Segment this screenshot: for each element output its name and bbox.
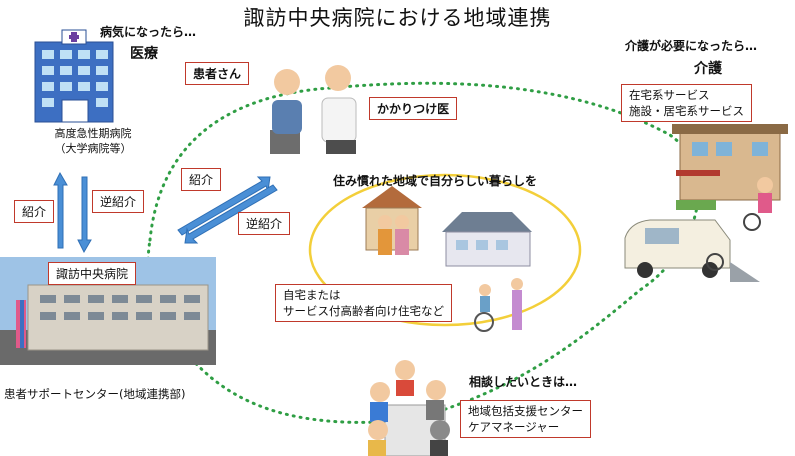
housing-line2: サービス付高齢者向け住宅など xyxy=(283,304,444,318)
left-reverse-referral-label: 逆紹介 xyxy=(92,190,145,213)
middle-reverse-referral-label: 逆紹介 xyxy=(238,212,291,235)
left-referral-label: 紹介 xyxy=(14,200,55,223)
middle-referral-label: 紹介 xyxy=(181,168,222,191)
medical-header: 病気になったら… xyxy=(100,25,197,39)
patient-doctor-illustration xyxy=(270,65,357,154)
consultation-header: 相談したいときは… xyxy=(469,375,578,389)
housing-line1: 自宅または xyxy=(283,288,341,302)
community-heading: 住み慣れた地域で自分らしい暮らしを xyxy=(333,174,538,188)
care-category: 介護 xyxy=(694,61,722,77)
care-services-box: 在宅系サービス 施設・居宅系サービス xyxy=(621,84,752,122)
care-facility-illustration xyxy=(672,124,788,231)
page-title: 諏訪中央病院における地域連携 xyxy=(243,6,552,30)
housing-illustration xyxy=(362,186,532,332)
hospital-caption: 高度急性期病院 （大学病院等） xyxy=(38,126,148,156)
doctor-label: かかりつけ医 xyxy=(369,97,458,120)
consultation-group-illustration xyxy=(368,360,450,456)
housing-box: 自宅または サービス付高齢者向け住宅など xyxy=(275,284,452,322)
suwa-hospital-label: 諏訪中央病院 xyxy=(48,262,137,285)
medical-category: 医療 xyxy=(130,46,158,62)
community-dotted-loop xyxy=(146,81,700,424)
patient-label: 患者さん xyxy=(185,62,250,85)
consultation-contacts-box: 地域包括支援センター ケアマネージャー xyxy=(460,400,591,438)
high-acuity-hospital-illustration xyxy=(34,29,114,123)
community-ellipse xyxy=(308,173,582,327)
hospital-caption-line1: 高度急性期病院 xyxy=(54,127,132,140)
contact-care-manager: ケアマネージャー xyxy=(468,420,560,434)
care-service-home: 在宅系サービス xyxy=(629,88,710,102)
left-referral-arrows xyxy=(53,171,92,254)
middle-referral-arrows xyxy=(177,176,278,244)
hospital-caption-line2: （大学病院等） xyxy=(54,142,132,155)
support-center-label: 患者サポートセンター(地域連携部) xyxy=(4,387,186,401)
contact-community-support-center: 地域包括支援センター xyxy=(468,404,583,418)
care-van-illustration xyxy=(624,219,760,282)
care-header: 介護が必要になったら… xyxy=(625,39,758,53)
care-service-facility: 施設・居宅系サービス xyxy=(629,104,744,118)
